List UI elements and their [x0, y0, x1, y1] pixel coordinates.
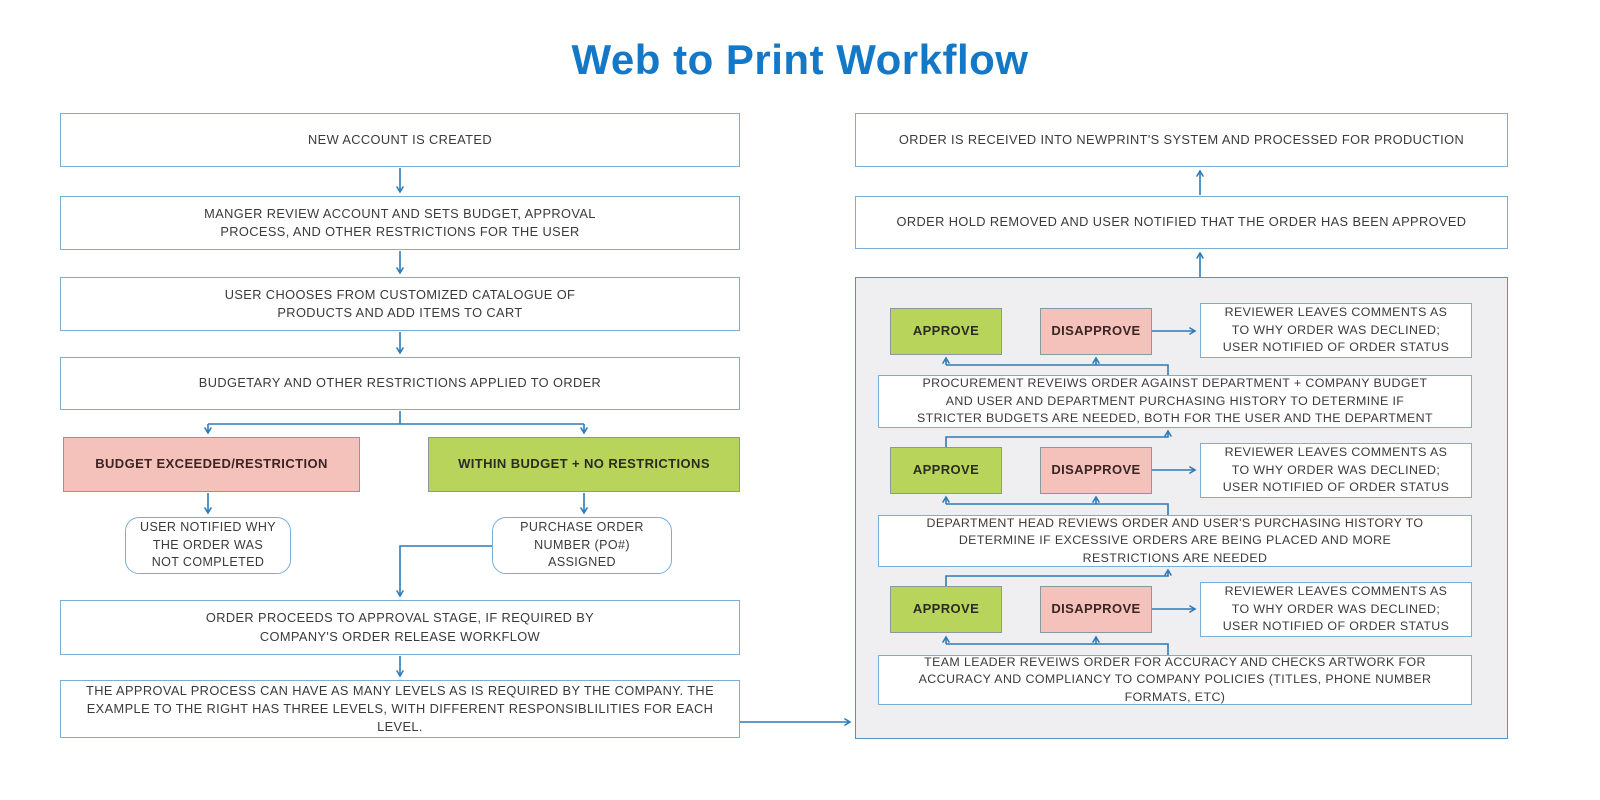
- step-hold-removed-box: ORDER HOLD REMOVED AND USER NOTIFIED THA…: [855, 196, 1508, 249]
- level3-disapprove-box: DISAPPROVE: [1040, 586, 1152, 633]
- outcome-po-assigned-box: PURCHASE ORDER NUMBER (PO#) ASSIGNED: [492, 517, 672, 574]
- step-restrictions-applied-box: BUDGETARY AND OTHER RESTRICTIONS APPLIED…: [60, 357, 740, 410]
- level1-reviewer-note-box: REVIEWER LEAVES COMMENTS AS TO WHY ORDER…: [1200, 303, 1472, 358]
- level2-approve-box: APPROVE: [890, 447, 1002, 494]
- level1-disapprove-box: DISAPPROVE: [1040, 308, 1152, 355]
- page-title: Web to Print Workflow: [571, 36, 1029, 83]
- step-user-catalogue-box: USER CHOOSES FROM CUSTOMIZED CATALOGUE O…: [60, 277, 740, 331]
- level3-reviewer-note-box: REVIEWER LEAVES COMMENTS AS TO WHY ORDER…: [1200, 582, 1472, 637]
- level1-description-box: PROCUREMENT REVEIWS ORDER AGAINST DEPART…: [878, 375, 1472, 428]
- branch-within-budget-box: WITHIN BUDGET + NO RESTRICTIONS: [428, 437, 740, 492]
- level3-description-box: TEAM LEADER REVEIWS ORDER FOR ACCURACY A…: [878, 655, 1472, 705]
- level3-approve-box: APPROVE: [890, 586, 1002, 633]
- level2-description-box: DEPARTMENT HEAD REVIEWS ORDER AND USER'S…: [878, 515, 1472, 567]
- branch-budget-exceeded-box: BUDGET EXCEEDED/RESTRICTION: [63, 437, 360, 492]
- step-new-account-box: NEW ACCOUNT IS CREATED: [60, 113, 740, 167]
- step-approval-stage-box: ORDER PROCEEDS TO APPROVAL STAGE, IF REQ…: [60, 600, 740, 655]
- note-approval-levels-box: THE APPROVAL PROCESS CAN HAVE AS MANY LE…: [60, 680, 740, 738]
- split-branch-line: [208, 411, 584, 425]
- step-order-received-box: ORDER IS RECEIVED INTO NEWPRINT'S SYSTEM…: [855, 113, 1508, 167]
- level2-disapprove-box: DISAPPROVE: [1040, 447, 1152, 494]
- elbow-po-to-approval-stage: [396, 545, 492, 598]
- outcome-user-notified-box: USER NOTIFIED WHY THE ORDER WAS NOT COMP…: [125, 517, 291, 574]
- level2-reviewer-note-box: REVIEWER LEAVES COMMENTS AS TO WHY ORDER…: [1200, 443, 1472, 498]
- level1-approve-box: APPROVE: [890, 308, 1002, 355]
- step-manager-review-box: MANGER REVIEW ACCOUNT AND SETS BUDGET, A…: [60, 196, 740, 250]
